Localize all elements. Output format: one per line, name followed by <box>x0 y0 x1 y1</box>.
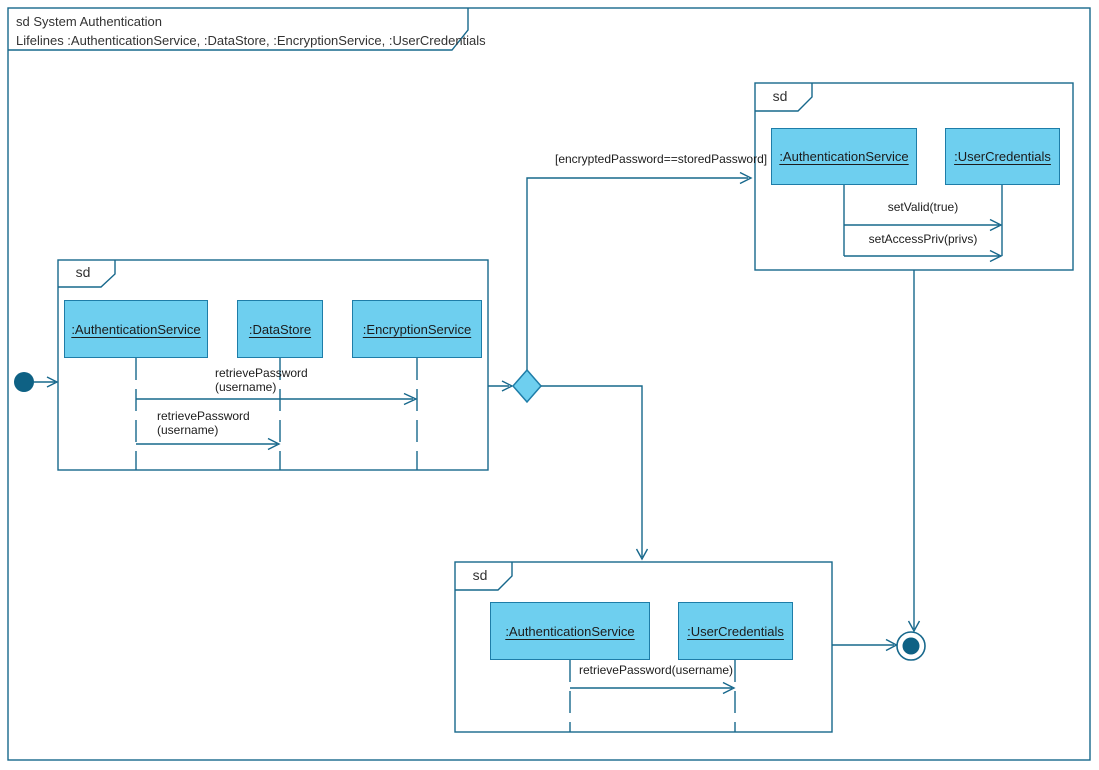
fragment-retrieve-border <box>454 561 833 733</box>
arrowhead <box>739 171 753 185</box>
arrowhead <box>989 249 1003 263</box>
fragment-login-sd-label: sd <box>75 264 91 280</box>
decision-diamond <box>512 368 542 404</box>
fragment-retrieve-lifelines <box>569 660 736 732</box>
arrowhead <box>722 681 736 695</box>
guard-label: [encryptedPassword==storedPassword] <box>555 152 768 166</box>
lifeline-head-authenticationservice: :AuthenticationService <box>490 602 650 660</box>
initial-node <box>14 372 34 392</box>
edge-decision-to-fragment-retry <box>541 385 643 557</box>
final-node-core <box>902 637 920 655</box>
lifeline-head-authenticationservice: :AuthenticationService <box>771 128 917 185</box>
frame-title-pentagon <box>8 8 469 51</box>
lifeline-head-usercredentials: :UserCredentials <box>678 602 793 660</box>
diagram-lifelines-subtitle: Lifelines :AuthenticationService, :DataS… <box>16 33 486 48</box>
arrowhead <box>635 548 649 561</box>
edge-decision-to-fragment-valid <box>526 177 748 370</box>
message-label: (username) <box>157 423 219 437</box>
message-label: setValid(true) <box>887 200 959 214</box>
fragment-login-lifelines <box>135 358 418 470</box>
arrowhead <box>501 380 514 392</box>
arrowhead <box>989 218 1003 232</box>
frame-border <box>7 7 1091 761</box>
lifeline-head-usercredentials: :UserCredentials <box>945 128 1060 185</box>
fragment-retrieve-sd-label: sd <box>472 567 488 583</box>
fragment-setvalid-pentagon <box>755 83 813 112</box>
message-label: setAccessPriv(privs) <box>868 232 978 246</box>
message-label: retrievePassword(username) <box>578 663 734 677</box>
message-label: retrievePassword <box>215 366 308 380</box>
fragment-retrieve-pentagon <box>455 562 513 591</box>
lifeline-head-encryptionservice: :EncryptionService <box>352 300 482 358</box>
diagram-title: sd System Authentication <box>16 14 162 29</box>
message-label: retrievePassword <box>157 409 250 423</box>
fragment-setvalid-sd-label: sd <box>772 88 788 104</box>
arrowhead <box>46 376 59 388</box>
arrowhead <box>403 392 418 406</box>
lifeline-head-datastore: :DataStore <box>237 300 323 358</box>
fragment-login-pentagon <box>58 260 116 288</box>
fragment-login-border <box>57 259 489 471</box>
lifeline-head-authenticationservice: :AuthenticationService <box>64 300 208 358</box>
message-label: (username) <box>215 380 277 394</box>
arrowhead <box>267 437 281 451</box>
arrowhead <box>907 620 921 633</box>
